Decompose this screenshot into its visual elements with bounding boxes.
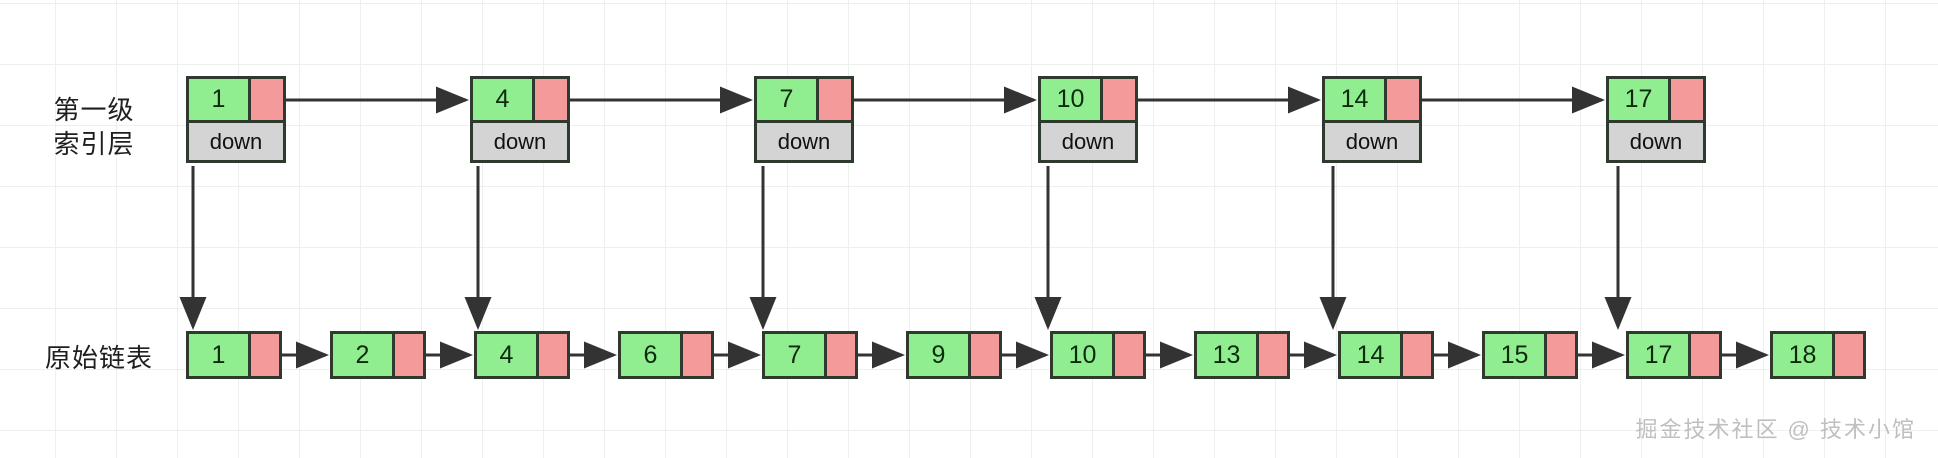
- base-node: 9: [906, 331, 1002, 379]
- base-node-pointer-cell: [1835, 334, 1863, 376]
- base-node: 17: [1626, 331, 1722, 379]
- base-node-cells: 2: [330, 331, 426, 379]
- base-node-cells: 18: [1770, 331, 1866, 379]
- base-node: 15: [1482, 331, 1578, 379]
- index-node-value: 14: [1325, 79, 1387, 120]
- index-node-down-cell: down: [754, 120, 854, 163]
- index-node-value: 1: [189, 79, 251, 120]
- base-node-pointer-cell: [971, 334, 999, 376]
- base-node-value: 6: [621, 334, 683, 376]
- base-node-cells: 7: [762, 331, 858, 379]
- index-node-value: 17: [1609, 79, 1671, 120]
- base-node: 14: [1338, 331, 1434, 379]
- base-node-cells: 10: [1050, 331, 1146, 379]
- index-layer-label: 第一级 索引层: [53, 95, 135, 159]
- index-node-pointer-cell: [1103, 79, 1135, 120]
- base-node-pointer-cell: [1115, 334, 1143, 376]
- index-node-pointer-cell: [1671, 79, 1703, 120]
- base-node-cells: 13: [1194, 331, 1290, 379]
- base-node-value: 2: [333, 334, 395, 376]
- base-node-value: 1: [189, 334, 251, 376]
- base-node-cells: 9: [906, 331, 1002, 379]
- base-node-pointer-cell: [539, 334, 567, 376]
- base-node-value: 10: [1053, 334, 1115, 376]
- base-node-cells: 6: [618, 331, 714, 379]
- base-node-cells: 4: [474, 331, 570, 379]
- index-node-cells: 17: [1606, 76, 1706, 123]
- base-node-cells: 15: [1482, 331, 1578, 379]
- index-node-pointer-cell: [819, 79, 851, 120]
- base-node: 18: [1770, 331, 1866, 379]
- base-node: 1: [186, 331, 282, 379]
- watermark: 掘金技术社区 @ 技术小馆: [1635, 417, 1916, 442]
- base-node-pointer-cell: [683, 334, 711, 376]
- base-node-pointer-cell: [1403, 334, 1431, 376]
- base-node-value: 9: [909, 334, 971, 376]
- index-node-cells: 14: [1322, 76, 1422, 123]
- index-node-value: 10: [1041, 79, 1103, 120]
- base-node: 4: [474, 331, 570, 379]
- base-node-pointer-cell: [1259, 334, 1287, 376]
- base-node-value: 14: [1341, 334, 1403, 376]
- index-node-pointer-cell: [535, 79, 567, 120]
- index-node-cells: 4: [470, 76, 570, 123]
- index-node-value: 4: [473, 79, 535, 120]
- base-node-value: 17: [1629, 334, 1691, 376]
- index-node-down-cell: down: [186, 120, 286, 163]
- base-node: 7: [762, 331, 858, 379]
- base-node-value: 13: [1197, 334, 1259, 376]
- index-node-down-cell: down: [1038, 120, 1138, 163]
- base-node: 13: [1194, 331, 1290, 379]
- base-node-pointer-cell: [1547, 334, 1575, 376]
- index-node-pointer-cell: [251, 79, 283, 120]
- index-node-cells: 1: [186, 76, 286, 123]
- index-node-down-cell: down: [1606, 120, 1706, 163]
- base-node: 6: [618, 331, 714, 379]
- base-list-label: 原始链表: [44, 343, 153, 373]
- base-node-value: 7: [765, 334, 827, 376]
- index-node-pointer-cell: [1387, 79, 1419, 120]
- base-node-pointer-cell: [395, 334, 423, 376]
- base-node: 2: [330, 331, 426, 379]
- index-node-value: 7: [757, 79, 819, 120]
- base-node-pointer-cell: [1691, 334, 1719, 376]
- base-node-cells: 14: [1338, 331, 1434, 379]
- index-node-cells: 10: [1038, 76, 1138, 123]
- down-pointer-arrows: [179, 166, 1632, 330]
- index-node-down-cell: down: [1322, 120, 1422, 163]
- index-node-down-cell: down: [470, 120, 570, 163]
- base-node-value: 4: [477, 334, 539, 376]
- base-node-cells: 1: [186, 331, 282, 379]
- base-node-value: 15: [1485, 334, 1547, 376]
- base-node-value: 18: [1773, 334, 1835, 376]
- index-node-cells: 7: [754, 76, 854, 123]
- base-node-pointer-cell: [251, 334, 279, 376]
- base-node-cells: 17: [1626, 331, 1722, 379]
- base-node: 10: [1050, 331, 1146, 379]
- base-node-pointer-cell: [827, 334, 855, 376]
